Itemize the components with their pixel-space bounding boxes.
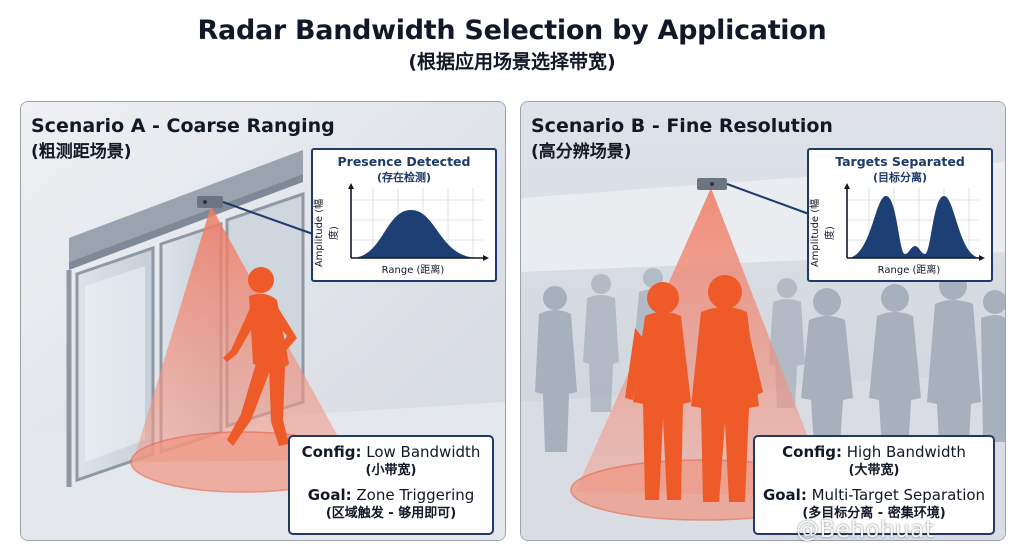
config-label: Config: bbox=[782, 443, 842, 461]
page-subtitle: (根据应用场景选择带宽) bbox=[408, 51, 616, 73]
page-title: Radar Bandwidth Selection by Application bbox=[197, 15, 827, 46]
goal-label: Goal: bbox=[307, 486, 352, 504]
chart-title: Presence Detected bbox=[337, 154, 471, 169]
config-value: High Bandwidth bbox=[846, 443, 966, 461]
goal-label: Goal: bbox=[762, 486, 807, 504]
goal-sub: (区域触发 - 够用即可) bbox=[325, 506, 457, 521]
dual-peak-curve bbox=[847, 196, 981, 258]
scenario-a-info-card: Config: Low Bandwidth (小带宽) Goal: Zone T… bbox=[288, 435, 494, 535]
scenario-b-title: Scenario B - Fine Resolution bbox=[531, 115, 833, 137]
walking-person bbox=[223, 267, 297, 446]
scenario-a-subtitle: (粗测距场景) bbox=[31, 142, 132, 162]
config-sub: (大带宽) bbox=[848, 463, 900, 478]
watermark: @Behohuat bbox=[796, 517, 935, 543]
goal-value: Zone Triggering bbox=[356, 486, 475, 504]
chart-title: Targets Separated bbox=[835, 154, 965, 169]
targets-separated-chart: Targets Separated (目标分离) Amplitude (幅度) … bbox=[807, 148, 993, 282]
config-sub: (小带宽) bbox=[365, 463, 417, 478]
scenario-a-title: Scenario A - Coarse Ranging bbox=[31, 115, 335, 137]
config-label: Config: bbox=[301, 443, 362, 461]
header: Radar Bandwidth Selection by Application… bbox=[0, 14, 1024, 75]
x-axis-label: Range (距离) bbox=[877, 265, 941, 276]
radar-sensor bbox=[197, 196, 223, 208]
person-right bbox=[691, 275, 763, 502]
single-peak-curve bbox=[351, 210, 479, 258]
y-axis-label: Amplitude (幅度) bbox=[314, 198, 340, 268]
scenario-b-panel: Scenario B - Fine Resolution (高分辨场景) Tar… bbox=[520, 101, 1006, 541]
chart-subtitle: (目标分离) bbox=[872, 171, 928, 184]
goal-value: Multi-Target Separation bbox=[811, 486, 986, 504]
x-axis-label: Range (距离) bbox=[381, 265, 445, 276]
config-value: Low Bandwidth bbox=[366, 443, 481, 461]
chart-subtitle: (存在检测) bbox=[376, 171, 432, 184]
scenario-a-panel: Scenario A - Coarse Ranging (粗测距场景) Pres… bbox=[20, 101, 506, 541]
goal-sub: (多目标分离 - 密集环境) bbox=[802, 506, 946, 521]
scenario-b-subtitle: (高分辨场景) bbox=[531, 142, 632, 162]
scenario-b-info-card: Config: High Bandwidth (大带宽) Goal: Multi… bbox=[753, 435, 995, 535]
y-axis-label: Amplitude (幅度) bbox=[810, 198, 836, 268]
person-left bbox=[625, 282, 691, 500]
presence-detected-chart: Presence Detected (存在检测) Amplitude (幅度) … bbox=[311, 148, 497, 282]
